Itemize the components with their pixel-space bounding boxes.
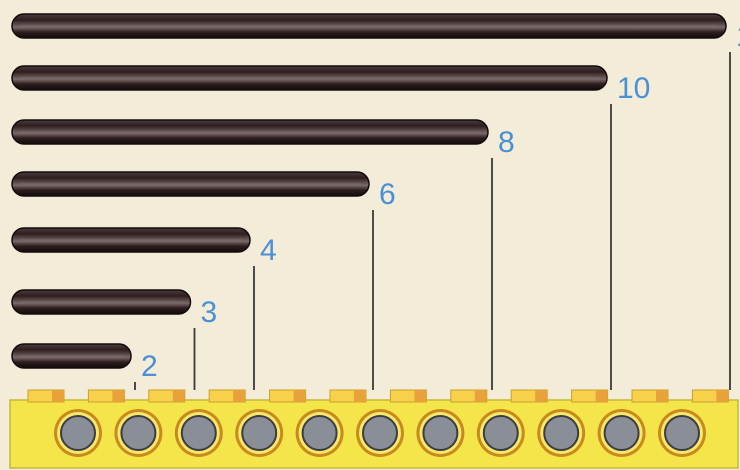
beam-stud-shadow <box>596 390 608 402</box>
axle-label: 6 <box>379 178 396 211</box>
beam-hole <box>363 416 397 450</box>
beam-stud-shadow <box>294 390 306 402</box>
axle-label: 10 <box>617 72 650 105</box>
beam-stud-shadow <box>656 390 668 402</box>
beam-hole <box>242 416 276 450</box>
axles <box>12 14 726 368</box>
axle-label: 4 <box>260 234 277 267</box>
technic-beam <box>10 390 738 468</box>
beam-hole <box>182 416 216 450</box>
beam-stud-shadow <box>112 390 124 402</box>
beam-stud-shadow <box>233 390 245 402</box>
beam-hole <box>544 416 578 450</box>
beam-stud-shadow <box>52 390 64 402</box>
beam-stud-shadow <box>414 390 426 402</box>
beam-hole <box>61 416 95 450</box>
axle-label: 2 <box>141 350 158 383</box>
axle-label: 8 <box>498 126 515 159</box>
axle-label: 12 <box>736 20 740 53</box>
beam-hole <box>605 416 639 450</box>
beam-stud-shadow <box>475 390 487 402</box>
beam-stud-shadow <box>173 390 185 402</box>
beam-stud-shadow <box>535 390 547 402</box>
beam-hole <box>303 416 337 450</box>
beam-hole <box>121 416 155 450</box>
axle-label: 3 <box>201 296 218 329</box>
beam-hole <box>665 416 699 450</box>
beam-hole <box>484 416 518 450</box>
beam-stud-shadow <box>716 390 728 402</box>
beam-stud-shadow <box>354 390 366 402</box>
beam-hole <box>423 416 457 450</box>
